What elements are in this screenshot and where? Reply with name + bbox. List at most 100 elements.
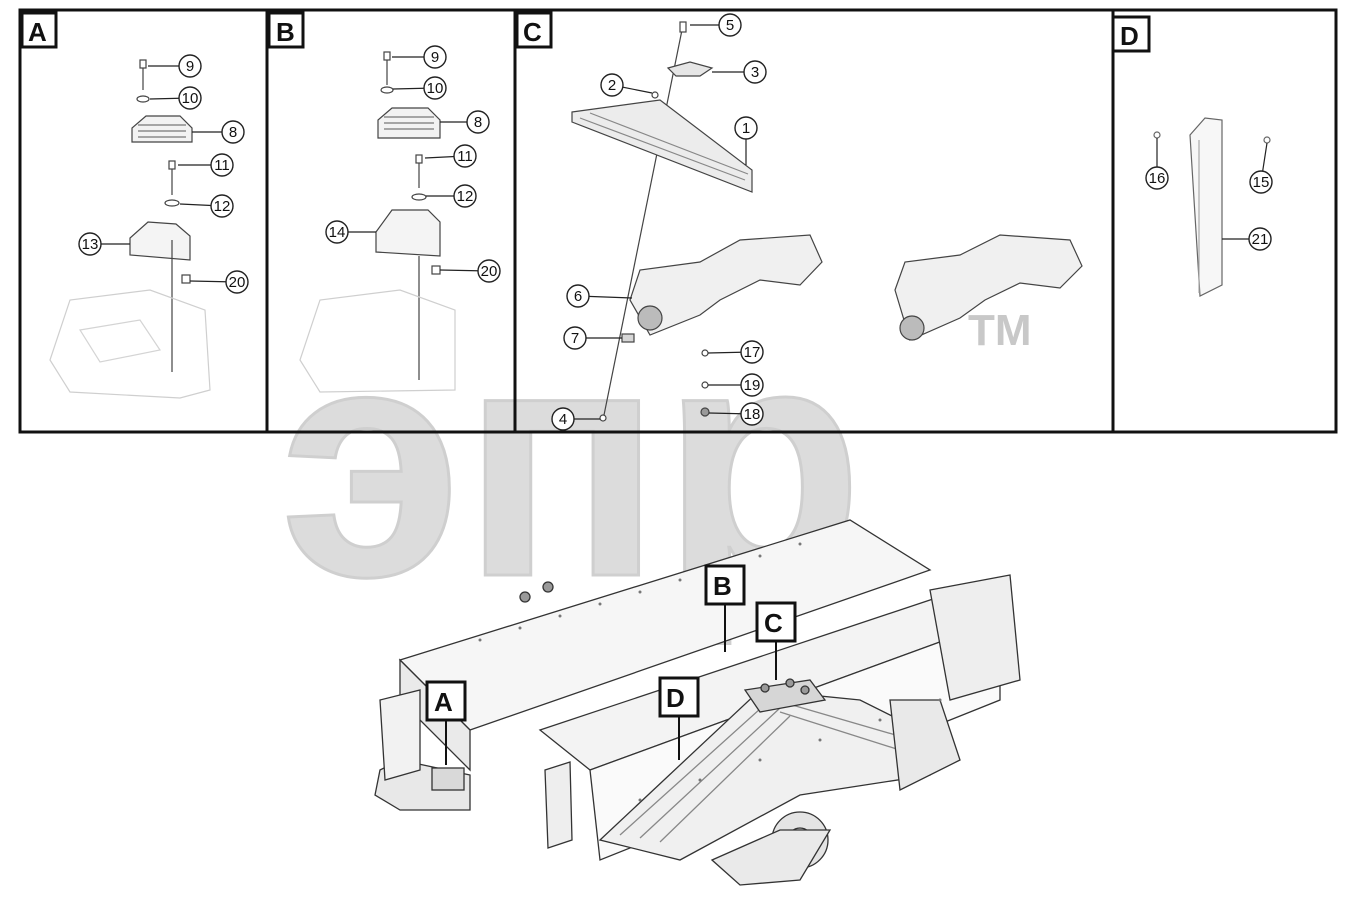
callout-a-0: 9 (148, 54, 202, 78)
panel-b-artwork (299, 51, 456, 393)
callout-circle (600, 73, 624, 97)
callout-circle (78, 232, 102, 256)
callout-c-5: 7 (563, 326, 622, 350)
callout-circle (740, 402, 764, 426)
callout-number: 3 (751, 64, 759, 81)
callout-b-1: 10 (392, 76, 447, 100)
overview-label-d: D (658, 676, 700, 760)
callout-circle (1248, 227, 1272, 251)
panel-letter-d: D (1111, 15, 1151, 53)
callout-d-1: 15 (1249, 142, 1273, 194)
callout-circle (740, 373, 764, 397)
callout-number: 12 (457, 188, 474, 205)
callout-number: 9 (431, 49, 439, 66)
callout-number: 21 (1252, 231, 1269, 248)
overview-label-c-text: C (764, 608, 783, 638)
panels-outer-frame (18, 8, 1338, 434)
panel-letter-b-text: B (276, 17, 295, 47)
callout-number: 8 (229, 124, 237, 141)
panel-frames (18, 8, 1338, 434)
callout-number: 2 (608, 77, 616, 94)
callout-c-2: 2 (600, 73, 653, 97)
chassis-overview (374, 519, 1021, 886)
callout-circle (221, 120, 245, 144)
callout-c-8: 18 (708, 402, 764, 426)
overview-labels: B C A D (425, 564, 797, 765)
panel-letter-a: A (20, 11, 58, 49)
watermark-trademark: TM (968, 306, 1032, 355)
callout-circle (466, 110, 490, 134)
callout-circle (566, 284, 590, 308)
callout-number: 4 (559, 411, 567, 428)
callout-circle (734, 116, 758, 140)
callout-b-0: 9 (392, 45, 447, 69)
overview-label-b: B (704, 564, 746, 652)
overview-label-d-text: D (666, 683, 685, 713)
callout-circle (210, 153, 234, 177)
callout-number: 15 (1253, 174, 1270, 191)
callout-number: 17 (744, 344, 761, 361)
callout-c-4: 6 (566, 284, 633, 308)
callout-number: 8 (474, 114, 482, 131)
callout-circle (551, 407, 575, 431)
panel-letter-c-text: C (523, 17, 542, 47)
callout-circle (477, 259, 501, 283)
callout-number: 10 (427, 80, 444, 97)
callout-circle (210, 194, 234, 218)
callout-circle (325, 220, 349, 244)
callout-c-1: 3 (712, 60, 767, 84)
callout-a-1: 10 (149, 86, 202, 110)
callout-number: 13 (82, 236, 99, 253)
callout-number: 5 (726, 17, 734, 34)
callout-circle (740, 340, 764, 364)
callout-b-6: 20 (439, 259, 501, 283)
callout-circle (178, 86, 202, 110)
callout-circle (1145, 166, 1169, 190)
callout-b-5: 14 (325, 220, 376, 244)
callout-a-6: 20 (189, 270, 249, 294)
callout-number: 11 (457, 148, 473, 165)
callout-circle (423, 76, 447, 100)
callout-b-3: 11 (424, 144, 477, 168)
overview-label-a: A (425, 680, 467, 765)
panel-a-artwork (49, 59, 211, 399)
panel-letter-c: C (515, 11, 553, 49)
panel-letter-b: B (267, 11, 305, 49)
callout-b-4: 12 (426, 184, 477, 208)
callout-circle (1249, 170, 1273, 194)
panel-letter-d-text: D (1120, 21, 1139, 51)
callout-number: 18 (744, 406, 761, 423)
callout-circle (718, 13, 742, 37)
callout-a-5: 13 (78, 232, 130, 256)
callout-number: 19 (744, 377, 761, 394)
callout-circle (225, 270, 249, 294)
callout-a-3: 11 (178, 153, 234, 177)
callout-circle (743, 60, 767, 84)
callout-number: 16 (1149, 170, 1166, 187)
callout-circle (453, 144, 477, 168)
panel-d-artwork (1153, 117, 1271, 297)
callout-c-7: 19 (708, 373, 764, 397)
callout-a-4: 12 (179, 194, 234, 218)
callout-a-2: 8 (192, 120, 245, 144)
callout-c-6: 17 (707, 340, 764, 364)
callout-d-2: 21 (1222, 227, 1272, 251)
overview-label-c: C (755, 601, 797, 680)
callout-c-9: 4 (551, 407, 600, 431)
panel-letter-a-text: A (28, 17, 47, 47)
callout-d-0: 16 (1145, 138, 1169, 190)
callout-number: 12 (214, 198, 231, 215)
callout-number: 10 (182, 90, 199, 107)
callout-number: 20 (481, 263, 498, 280)
callout-number: 9 (186, 58, 194, 75)
callout-c-3: 1 (734, 116, 758, 165)
overview-label-b-text: B (713, 571, 732, 601)
callout-number: 1 (742, 120, 750, 137)
overview-label-a-text: A (434, 687, 453, 717)
callout-circle (423, 45, 447, 69)
callout-c-0: 5 (690, 13, 742, 37)
callout-number: 6 (574, 288, 582, 305)
callout-number: 7 (571, 330, 579, 347)
